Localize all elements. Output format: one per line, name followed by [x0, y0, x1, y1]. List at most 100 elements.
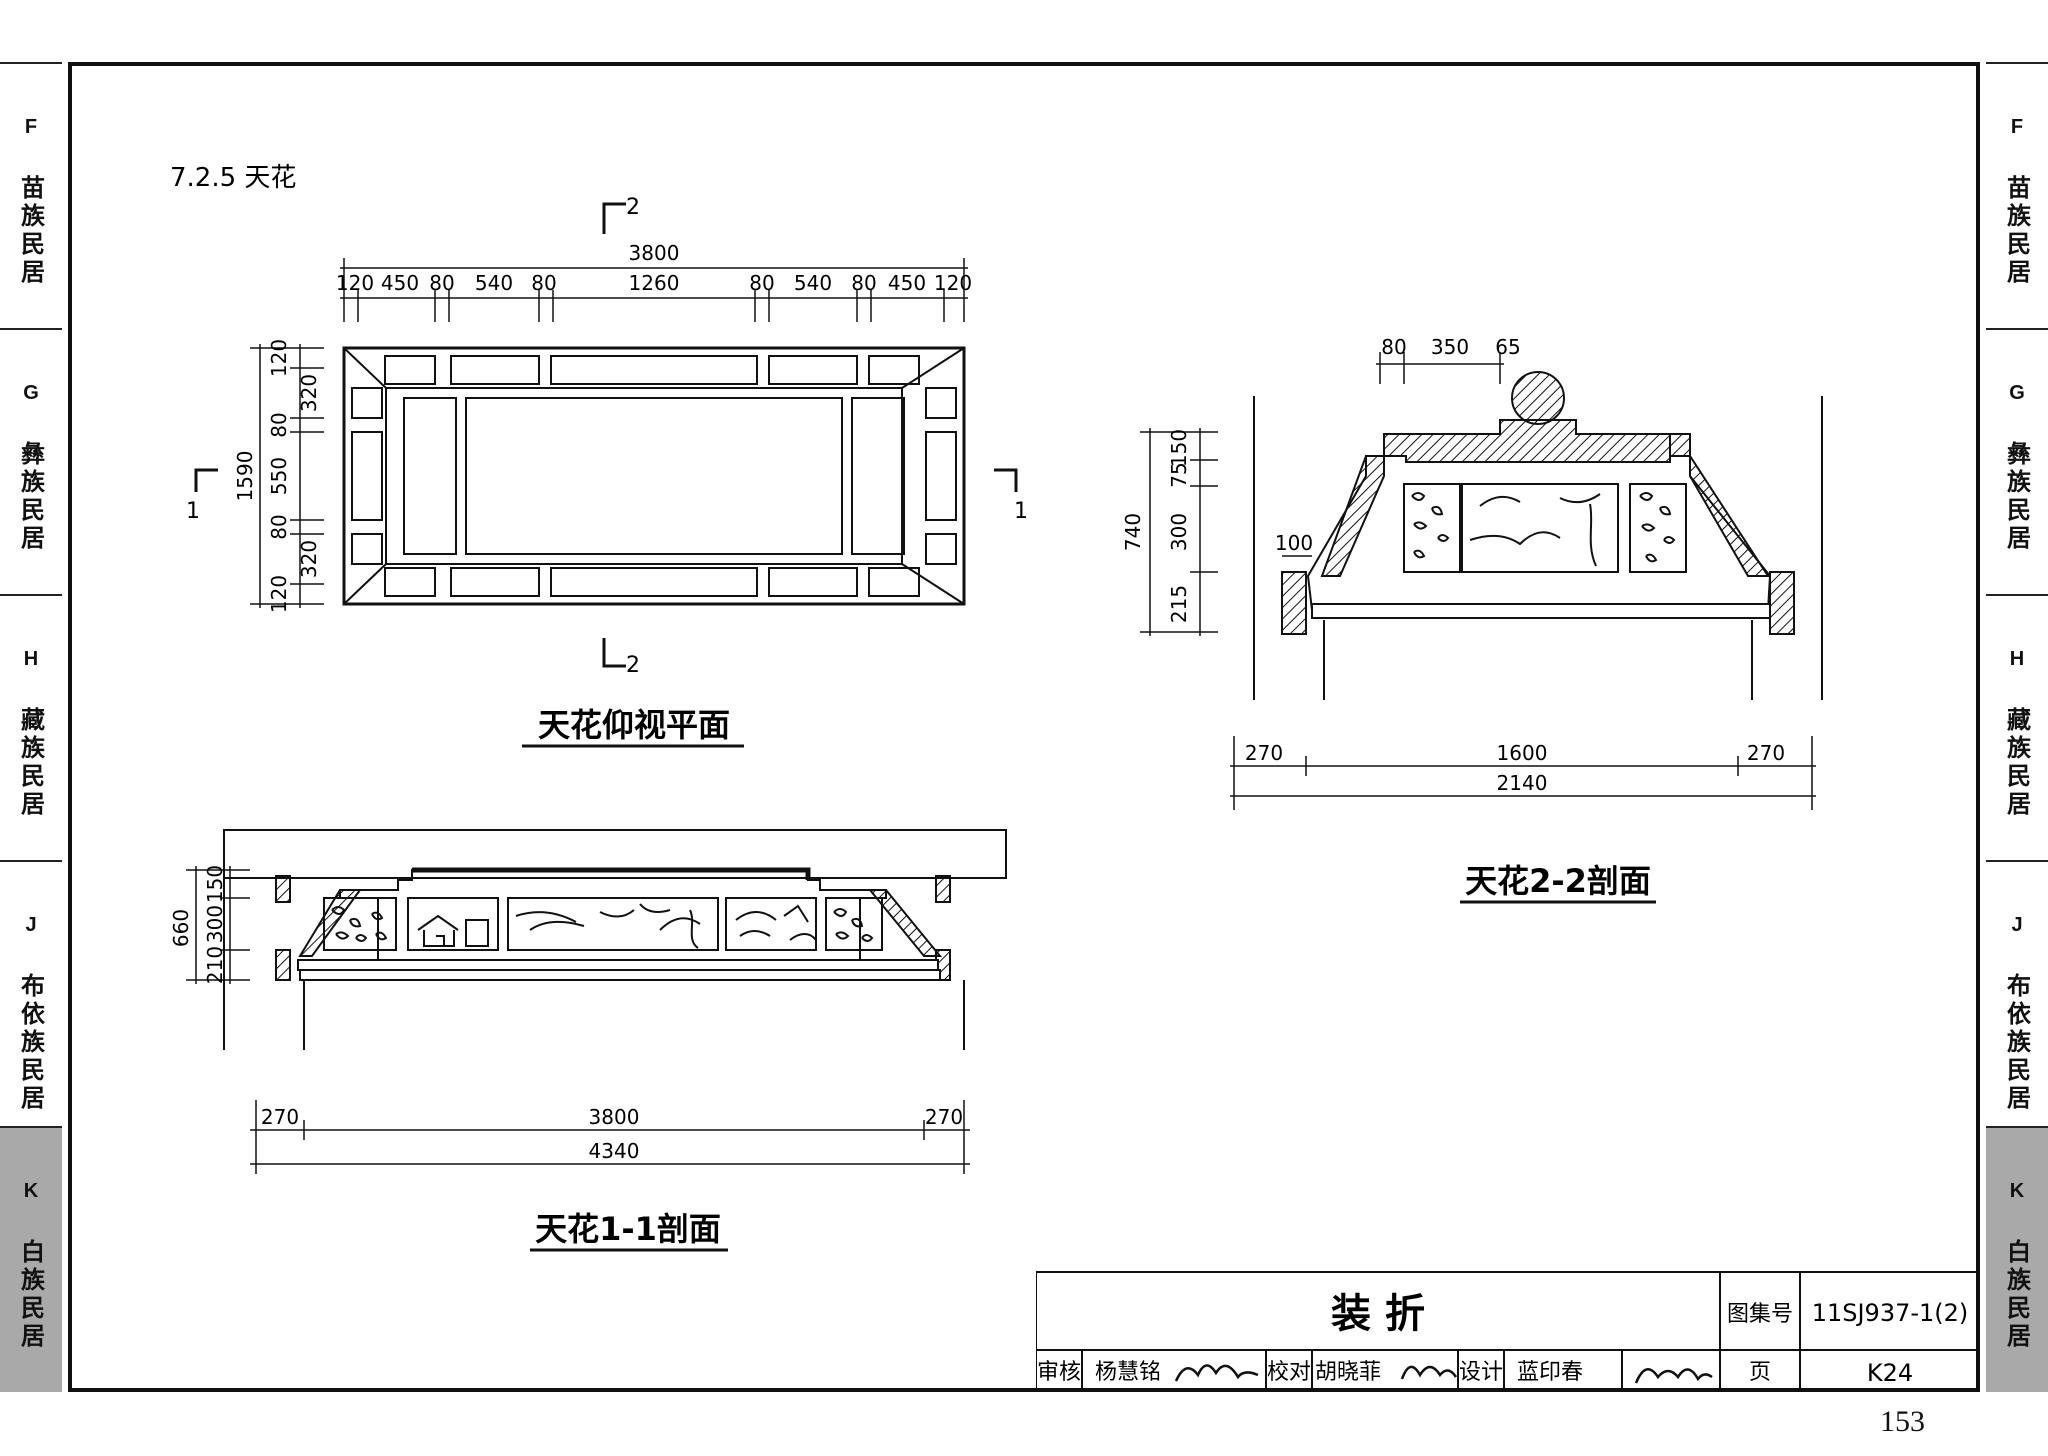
section-2-2-total-width: 2140	[1497, 771, 1548, 795]
side-tab-f[interactable]: F 苗族民居	[0, 62, 62, 328]
side-tab-h-right[interactable]: H 藏族民居	[1986, 594, 2048, 860]
cut-label-2-bottom: 2	[626, 653, 640, 678]
svg-text:120: 120	[336, 271, 374, 295]
section-1-1-total-height: 660	[169, 909, 193, 947]
design-signature	[1634, 1368, 1713, 1384]
svg-text:270: 270	[1747, 741, 1785, 765]
section-2-2-height-dimensions	[1140, 428, 1312, 636]
section-2-2-title: 天花2-2剖面	[1465, 862, 1651, 900]
check-name: 胡晓菲	[1315, 1360, 1381, 1385]
svg-text:150: 150	[203, 865, 227, 903]
svg-text:270: 270	[1245, 741, 1283, 765]
design-label: 设计	[1459, 1360, 1503, 1385]
svg-text:80: 80	[851, 271, 876, 295]
section-2-2-height-labels: 150 75 300 215	[1167, 429, 1191, 623]
plan-height-dimensions	[250, 344, 324, 608]
page-label: 页	[1749, 1360, 1771, 1385]
plan-miter	[343, 563, 387, 605]
plan-panel	[351, 533, 383, 565]
plan-total-width: 3800	[629, 241, 680, 265]
svg-text:270: 270	[925, 1105, 963, 1129]
plan-panel	[351, 431, 383, 521]
section-cut-markers	[194, 202, 1018, 668]
section-2-2-total-height: 740	[1121, 513, 1145, 551]
side-tab-j-right[interactable]: J 布依族民居	[1986, 860, 2048, 1126]
svg-text:150: 150	[1167, 429, 1191, 467]
section-2-2-view	[1253, 371, 1823, 700]
svg-text:80: 80	[267, 412, 291, 437]
cut-label-2-top: 2	[626, 195, 640, 220]
svg-text:80: 80	[267, 514, 291, 539]
side-tab-k-right[interactable]: K 白族民居	[1986, 1126, 2048, 1392]
plan-panel	[351, 387, 383, 419]
atlas-label: 图集号	[1727, 1302, 1793, 1327]
side-tab-g-right[interactable]: G 彝族民居	[1986, 328, 2048, 594]
svg-text:320: 320	[297, 374, 321, 412]
plan-panel	[868, 567, 920, 597]
drawing-frame	[68, 62, 1980, 1392]
svg-text:120: 120	[267, 339, 291, 377]
plan-height-labels: 120 320 80 550 80 320 120	[267, 339, 321, 613]
plan-panel	[465, 397, 843, 555]
plan-panel	[868, 355, 920, 385]
review-name: 杨慧铭	[1095, 1360, 1161, 1385]
plan-panel	[925, 387, 957, 419]
svg-text:120: 120	[267, 575, 291, 613]
plan-inner-frame	[385, 387, 903, 565]
svg-text:1600: 1600	[1497, 741, 1548, 765]
plan-title: 天花仰视平面	[538, 706, 730, 744]
cut-label-1-right: 1	[1014, 499, 1028, 524]
svg-text:80: 80	[1381, 335, 1406, 359]
side-tab-k[interactable]: K 白族民居	[0, 1126, 62, 1392]
svg-text:270: 270	[261, 1105, 299, 1129]
plan-panel	[925, 431, 957, 521]
plan-panel	[384, 355, 436, 385]
svg-text:540: 540	[794, 271, 832, 295]
side-tab-j[interactable]: J 布依族民居	[0, 860, 62, 1126]
section-2-2-top-labels: 80 350 65	[1381, 335, 1520, 359]
plan-panel	[550, 355, 758, 385]
plan-panel	[450, 567, 540, 597]
svg-text:1260: 1260	[629, 271, 680, 295]
svg-text:215: 215	[1167, 585, 1191, 623]
section-2-2-side-label: 100	[1275, 531, 1313, 555]
svg-text:350: 350	[1431, 335, 1469, 359]
svg-text:80: 80	[429, 271, 454, 295]
plan-panel	[403, 397, 457, 555]
plan-panel	[925, 533, 957, 565]
section-2-2-top-dimensions	[1376, 352, 1504, 384]
svg-text:80: 80	[749, 271, 774, 295]
plan-miter	[343, 347, 387, 389]
svg-text:300: 300	[203, 905, 227, 943]
svg-text:210: 210	[203, 946, 227, 984]
section-1-1-width-dimensions	[250, 1100, 970, 1174]
plan-total-height: 1590	[233, 451, 257, 502]
plan-view	[342, 346, 966, 606]
section-1-1-height-dimensions	[186, 866, 250, 984]
section-1-1-width-labels: 270 3800 270	[261, 1105, 963, 1129]
drawing-title: 装 折	[1331, 1291, 1425, 1337]
svg-text:320: 320	[297, 540, 321, 578]
svg-text:65: 65	[1495, 335, 1520, 359]
section-2-2-width-dimensions	[1230, 736, 1816, 810]
section-1-1-view	[223, 829, 1007, 1050]
review-signature	[1174, 1364, 1259, 1382]
plan-width-labels: 120 450 80 540 80 1260 80 540 80 450 120	[336, 271, 972, 295]
svg-text:450: 450	[888, 271, 926, 295]
plan-outer-frame	[342, 346, 966, 606]
check-signature	[1400, 1365, 1458, 1380]
section-heading: 7.2.5 天花	[170, 163, 296, 193]
svg-text:450: 450	[381, 271, 419, 295]
svg-text:300: 300	[1167, 513, 1191, 551]
check-label: 校对	[1267, 1360, 1311, 1385]
review-label: 审核	[1037, 1360, 1081, 1385]
side-tab-f-right[interactable]: F 苗族民居	[1986, 62, 2048, 328]
plan-miter	[901, 563, 965, 605]
svg-text:75: 75	[1167, 462, 1191, 487]
section-2-2-width-labels: 270 1600 270	[1245, 741, 1785, 765]
plan-miter	[901, 347, 965, 389]
plan-panel	[851, 397, 905, 555]
side-tab-g[interactable]: G 彝族民居	[0, 328, 62, 594]
plan-panel	[550, 567, 758, 597]
side-tab-h[interactable]: H 藏族民居	[0, 594, 62, 860]
